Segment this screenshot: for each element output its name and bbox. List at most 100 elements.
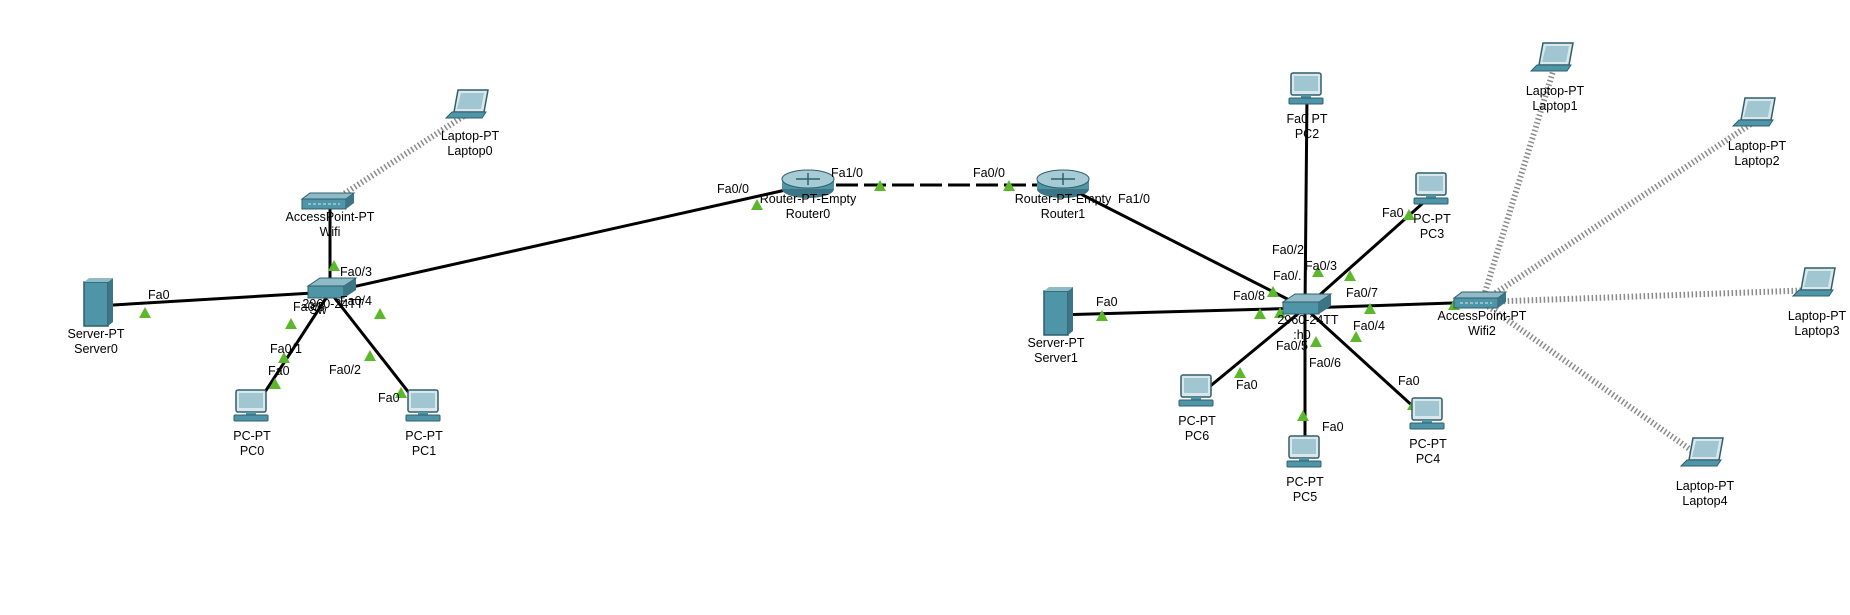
device-name-label: Laptop2 [1734, 154, 1779, 168]
port-label: Fa0/3 [340, 265, 372, 279]
device-name-label: PC1 [412, 444, 436, 458]
port-label: Fa0/5 [293, 300, 325, 314]
cable-link[interactable] [1062, 183, 1306, 310]
laptop-icon[interactable] [1529, 42, 1574, 72]
port-label: Fa0 [1236, 378, 1258, 392]
device-name-label: Server0 [74, 342, 118, 356]
labels-layer: Fa0Fa0/5Fa0/3Fa0Fa0/1Fa0Fa0/2Fa0/4Fa0/0F… [68, 84, 1847, 508]
cable-link[interactable] [329, 183, 809, 294]
wireless-link[interactable] [1479, 64, 1558, 303]
pc-icon[interactable] [1288, 72, 1324, 105]
device-type-label: Laptop-PT [1728, 139, 1787, 153]
device-name-label: Wifi [320, 225, 341, 239]
device-name-label: PC3 [1420, 227, 1444, 241]
port-status-marker [1274, 307, 1286, 318]
port-label: Fa0 [1322, 420, 1344, 434]
device-type-label: Fa0 PT [1287, 112, 1328, 126]
port-status-marker [1234, 367, 1246, 378]
device-type-label: 2960-24TT [302, 297, 364, 311]
port-label: Fa0/3 [1305, 259, 1337, 273]
port-status-marker [1344, 270, 1356, 281]
pc-icon[interactable] [1409, 397, 1445, 430]
port-label: Fa0 [1398, 374, 1420, 388]
port-status-marker [1364, 303, 1376, 314]
device-name-label: Router0 [786, 207, 831, 221]
port-status-marker [364, 350, 376, 361]
access-point-icon[interactable] [1452, 291, 1508, 309]
laptop-icon[interactable] [1679, 437, 1724, 467]
port-status-marker [1297, 410, 1309, 421]
router-icon[interactable] [781, 169, 835, 198]
port-label: Fa0 [378, 391, 400, 405]
laptop-icon[interactable] [444, 89, 489, 119]
pc-icon[interactable] [405, 389, 441, 422]
device-name-label: Server1 [1034, 351, 1078, 365]
cable-link[interactable] [1196, 306, 1306, 399]
port-label: Fa0/7 [1346, 286, 1378, 300]
port-label: Fa1/0 [831, 166, 863, 180]
device-name-label: Router1 [1041, 207, 1086, 221]
wireless-link[interactable] [1481, 287, 1818, 305]
device-type-label: 2960-24TT [1277, 313, 1339, 327]
port-status-marker [269, 378, 281, 389]
port-label: Fa0 [268, 364, 290, 378]
port-status-marker [1403, 209, 1415, 220]
access-point-icon[interactable] [300, 192, 356, 210]
port-label: Fa0 [1096, 295, 1118, 309]
device-type-label: PC-PT [1286, 475, 1324, 489]
wireless-link[interactable] [1480, 117, 1759, 305]
device-name-label: PC4 [1416, 452, 1440, 466]
laptop-icon[interactable] [1791, 267, 1836, 297]
device-type-label: Laptop-PT [1788, 309, 1847, 323]
pc-icon[interactable] [1286, 435, 1322, 468]
port-label: Fa0/4 [1353, 319, 1385, 333]
port-label: Fa0 [1382, 206, 1404, 220]
device-type-label: Router-PT-Empty [1015, 192, 1112, 206]
port-status-marker [374, 308, 386, 319]
cable-link[interactable] [95, 290, 331, 308]
device-type-label: PC-PT [233, 429, 271, 443]
device-type-label: AccessPoint-PT [286, 210, 375, 224]
port-label: Fa0/8 [1233, 289, 1265, 303]
port-status-marker [1310, 336, 1322, 347]
switch-icon[interactable] [1281, 293, 1333, 315]
cable-link[interactable] [1055, 306, 1306, 317]
device-type-label: Laptop-PT [1526, 84, 1585, 98]
router-icon[interactable] [1036, 169, 1090, 198]
server-icon[interactable] [1043, 287, 1073, 336]
port-label: Fa0/6 [1309, 356, 1341, 370]
device-type-label: PC-PT [1413, 212, 1451, 226]
device-type-label: PC-PT [1409, 437, 1447, 451]
device-type-label: Server-PT [1028, 336, 1085, 350]
server-icon[interactable] [83, 278, 113, 327]
port-status-marker [1312, 266, 1324, 277]
device-name-label: Laptop3 [1794, 324, 1839, 338]
device-name-label: PC6 [1185, 429, 1209, 443]
port-status-marker [1254, 308, 1266, 319]
port-status-marker [1096, 310, 1108, 321]
port-status-marker [285, 318, 297, 329]
port-label: Fa0/0 [717, 182, 749, 196]
device-name-label: Laptop4 [1682, 494, 1727, 508]
port-label: Fa0/1 [270, 342, 302, 356]
laptop-icon[interactable] [1731, 97, 1776, 127]
port-label: Fa0/0 [973, 166, 1005, 180]
pc-icon[interactable] [1178, 374, 1214, 407]
port-status-marker [328, 260, 340, 271]
devices-layer [83, 42, 1836, 468]
pc-icon[interactable] [233, 389, 269, 422]
cable-link[interactable] [1303, 94, 1309, 309]
pc-icon[interactable] [1413, 172, 1449, 205]
device-type-label: Laptop-PT [1676, 479, 1735, 493]
cable-link[interactable] [1303, 306, 1430, 422]
switch-icon[interactable] [306, 277, 358, 299]
links-layer [95, 64, 1818, 463]
port-status-marker [751, 199, 763, 210]
device-name-label: Sw [309, 303, 327, 317]
port-label: Fa1/0 [1118, 192, 1150, 206]
device-name-label: Wifi2 [1468, 324, 1496, 338]
port-label: Fa0/2 [329, 363, 361, 377]
device-type-label: PC-PT [405, 429, 443, 443]
wireless-link[interactable] [1480, 299, 1707, 463]
